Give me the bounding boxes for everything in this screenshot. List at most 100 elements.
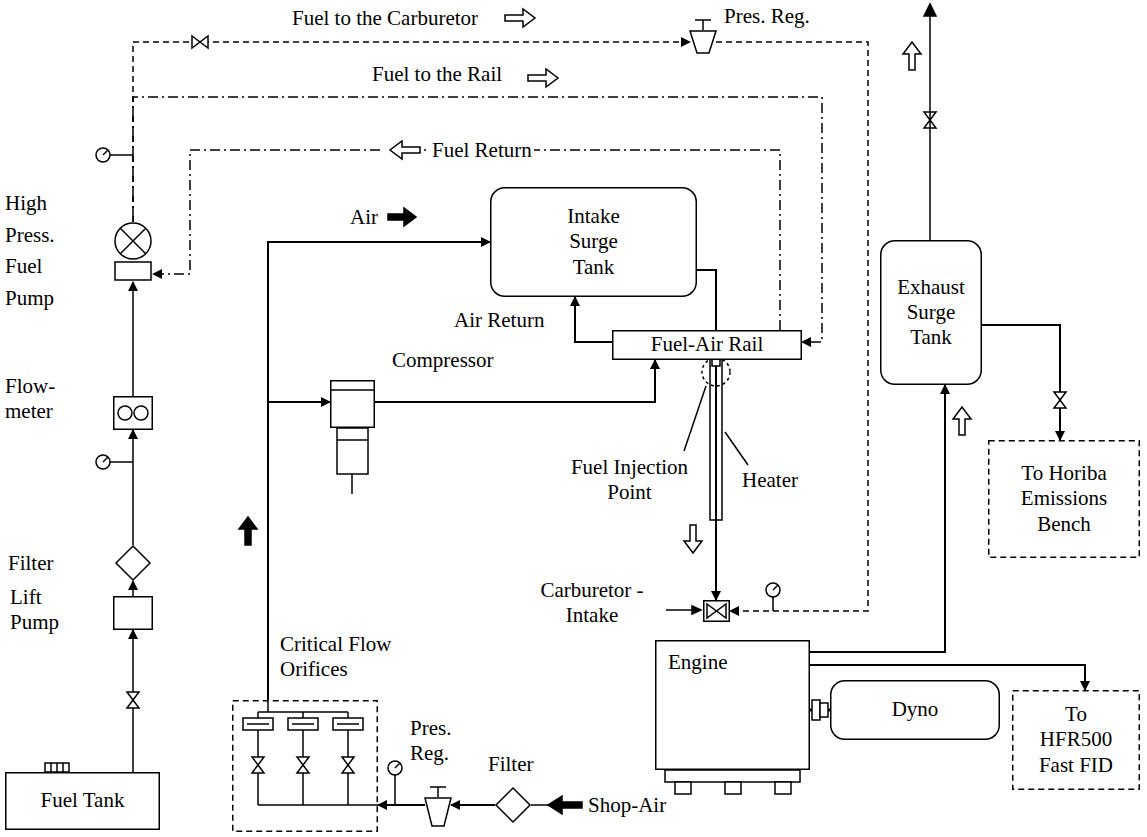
edge-label: Air [348,205,380,230]
node-shape [113,396,153,430]
valve [127,36,1066,773]
pressure-gauge [395,763,400,768]
node-outline [233,701,378,832]
node-label: To HFR500 Fast FID [1034,702,1119,778]
valve [127,692,139,708]
node-outline [116,546,150,580]
pipe-connector [575,297,612,342]
flow-arrow [953,407,971,435]
flow-arrow [548,796,582,814]
pressure-gauge [766,583,780,597]
fuel-pump: High Press. Fuel Pump [113,222,153,282]
annotation: Heater [740,468,800,493]
pressure-gauge [773,585,778,590]
flow-arrow [903,42,921,70]
node-outline [695,19,711,21]
node-label: Dyno [892,697,939,722]
valve [297,757,309,773]
critical-flow-orifice [347,712,349,718]
node-outline [690,31,716,53]
node-label: Filter [8,551,54,576]
node-outline [690,20,716,53]
critical-flow-orifice [247,723,269,725]
annotation: Shop-Air [586,793,668,818]
node-outline [656,641,810,770]
node-shape [703,600,730,622]
fuel-air-rail: Fuel-Air Rail [612,330,802,360]
pressure-gauge [96,455,110,469]
flow-arrow [390,141,420,159]
pipe-connector [451,804,495,806]
node-outline [989,441,1140,558]
node-outline [430,786,446,788]
valve [192,36,208,48]
intake-surge-tank: Intake Surge Tank [490,187,697,297]
node-outline [989,441,1140,558]
node-outline [831,681,1000,740]
node-label: Intake Surge Tank [546,204,641,280]
pipe-connector [716,42,868,611]
shaft-coupling [812,700,820,720]
critical-flow-orifice [302,712,304,718]
shaft-coupling [812,700,828,720]
pressure-regulator: Pres. Reg. [690,30,716,54]
pipe-connector [132,282,134,396]
node-outline [115,262,151,280]
exhaust-surge-tank: Exhaust Surge Tank [880,240,982,385]
compressor-piston [351,474,353,494]
critical-flow-orifice [257,712,259,718]
node-shape [690,30,716,54]
pressure-gauge [388,761,402,775]
engine-base [775,782,791,794]
node-shape [113,222,153,282]
node-shape [425,797,451,827]
pipe-connector [153,150,780,330]
fuel-injector [702,358,730,386]
node-outline [437,787,439,797]
node-outline [116,546,150,580]
flow-arrow [388,208,416,226]
node-outline [115,223,151,280]
flowmeter: Flow- meter [113,396,153,430]
node-outline [6,773,160,830]
air-filter: Filter [495,787,531,823]
compressor-piston [337,428,368,474]
node-shape [113,596,153,630]
heater-tube [710,356,722,520]
node-shape [495,787,531,823]
node-outline [1013,691,1140,790]
edge-label: Fuel to the Rail [370,62,504,87]
flow-arrow [528,69,558,87]
exhaust-outlet [929,8,931,240]
node-outline [491,188,697,297]
node-outline [233,701,378,832]
node-label: Pres. Reg. [724,4,810,29]
engine: Engine [655,640,810,770]
annotation: Fuel Injection Point [555,455,704,505]
pressure-gauge [96,148,110,162]
pressure-gauge [110,461,133,463]
node-outline [120,228,145,253]
node-outline [702,20,704,30]
node-outline [831,681,1000,740]
node-label: Exhaust Surge Tank [886,275,976,351]
node-outline [425,798,451,826]
pressure-gauge [394,775,396,805]
fuel-filter: Filter [115,545,151,581]
node-outline [6,773,160,830]
edge-label: Fuel Return [430,138,534,163]
node-outline [331,381,375,428]
critical-flow-orifice [243,718,273,730]
node-label: Lift Pump [10,585,70,635]
exhaust-outlet [924,4,936,16]
node-outline [118,406,132,420]
critical-flow-orifice [337,723,359,725]
critical-flow-orifice [292,723,314,725]
shaft-coupling [820,703,828,717]
lift-pump: Lift Pump [113,596,153,630]
compressor-piston [337,428,368,494]
node-label: Engine [668,650,727,675]
node-outline [491,188,697,297]
